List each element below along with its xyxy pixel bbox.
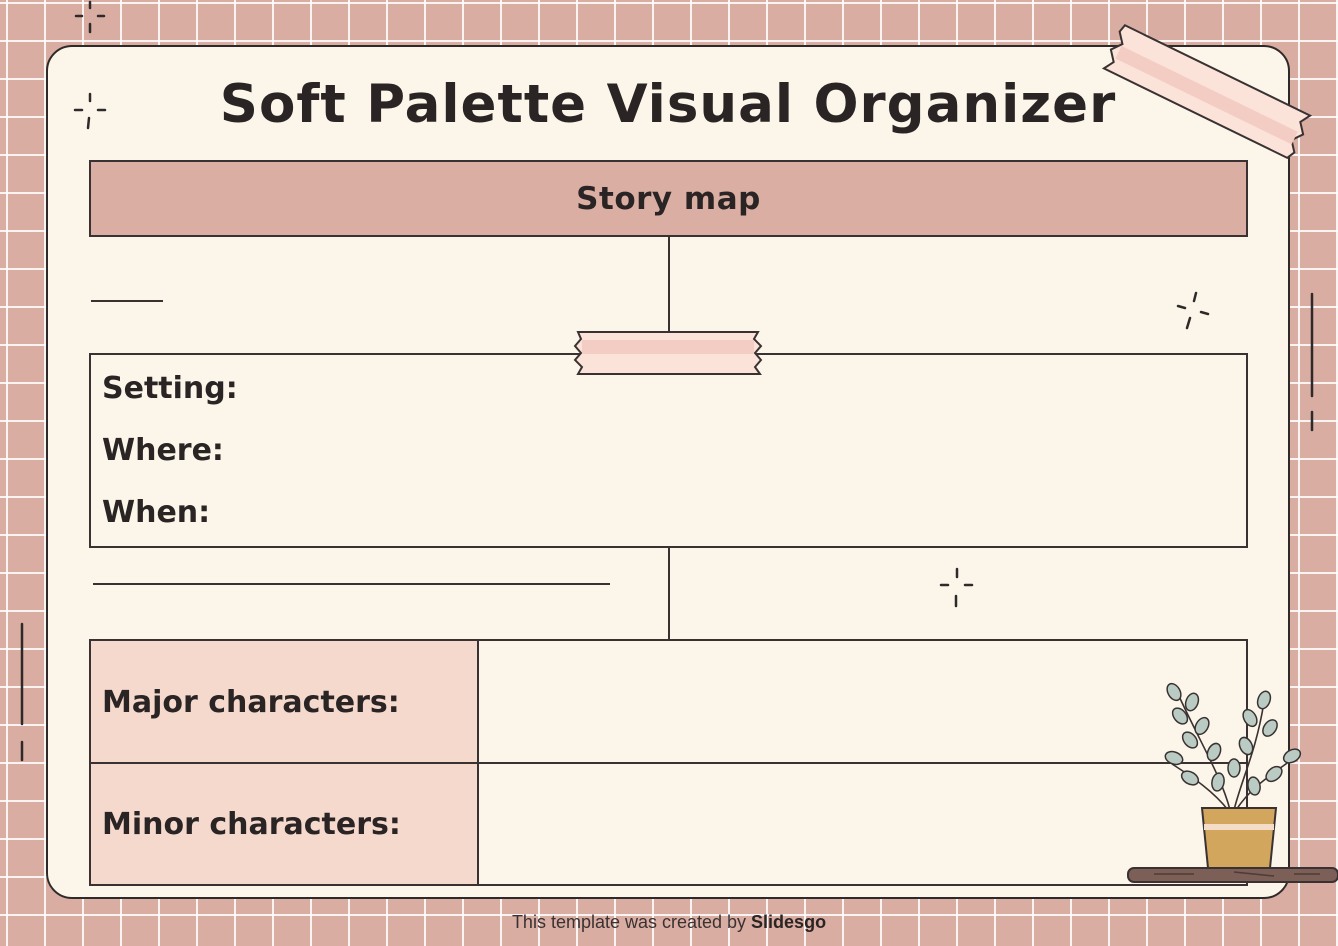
wooden-shelf-icon	[1127, 867, 1338, 883]
sparkle-icon	[73, 92, 107, 130]
where-label: Where:	[102, 433, 224, 468]
major-characters-label: Major characters:	[102, 685, 400, 720]
minor-characters-label: Minor characters:	[102, 807, 401, 842]
tape-icon	[573, 331, 763, 375]
characters-table: Major characters: Minor characters:	[89, 639, 1248, 886]
sparkle-icon	[939, 567, 974, 608]
characters-row-divider	[91, 762, 1246, 764]
story-map-header: Story map	[89, 160, 1248, 237]
sparkle-icon	[1176, 291, 1210, 330]
story-map-label: Story map	[576, 180, 761, 217]
connector-line	[668, 237, 670, 353]
setting-box: Setting: Where: When:	[89, 353, 1248, 548]
setting-label: Setting:	[102, 371, 238, 406]
tape-icon	[1101, 24, 1313, 160]
divider-line	[93, 583, 610, 585]
divider-line	[91, 300, 163, 302]
footer-credit: This template was created by Slidesgo	[0, 912, 1338, 933]
footer-prefix: This template was created by	[511, 912, 752, 932]
dash-lines-icon	[1310, 292, 1314, 432]
sparkle-icon	[74, 0, 106, 34]
connector-line	[668, 546, 670, 639]
dash-lines-icon	[20, 622, 24, 762]
plant-pot-icon	[1164, 682, 1302, 869]
when-label: When:	[102, 495, 211, 530]
footer-brand-link[interactable]: Slidesgo	[751, 912, 827, 932]
page-title: Soft Palette Visual Organizer	[219, 74, 1117, 135]
